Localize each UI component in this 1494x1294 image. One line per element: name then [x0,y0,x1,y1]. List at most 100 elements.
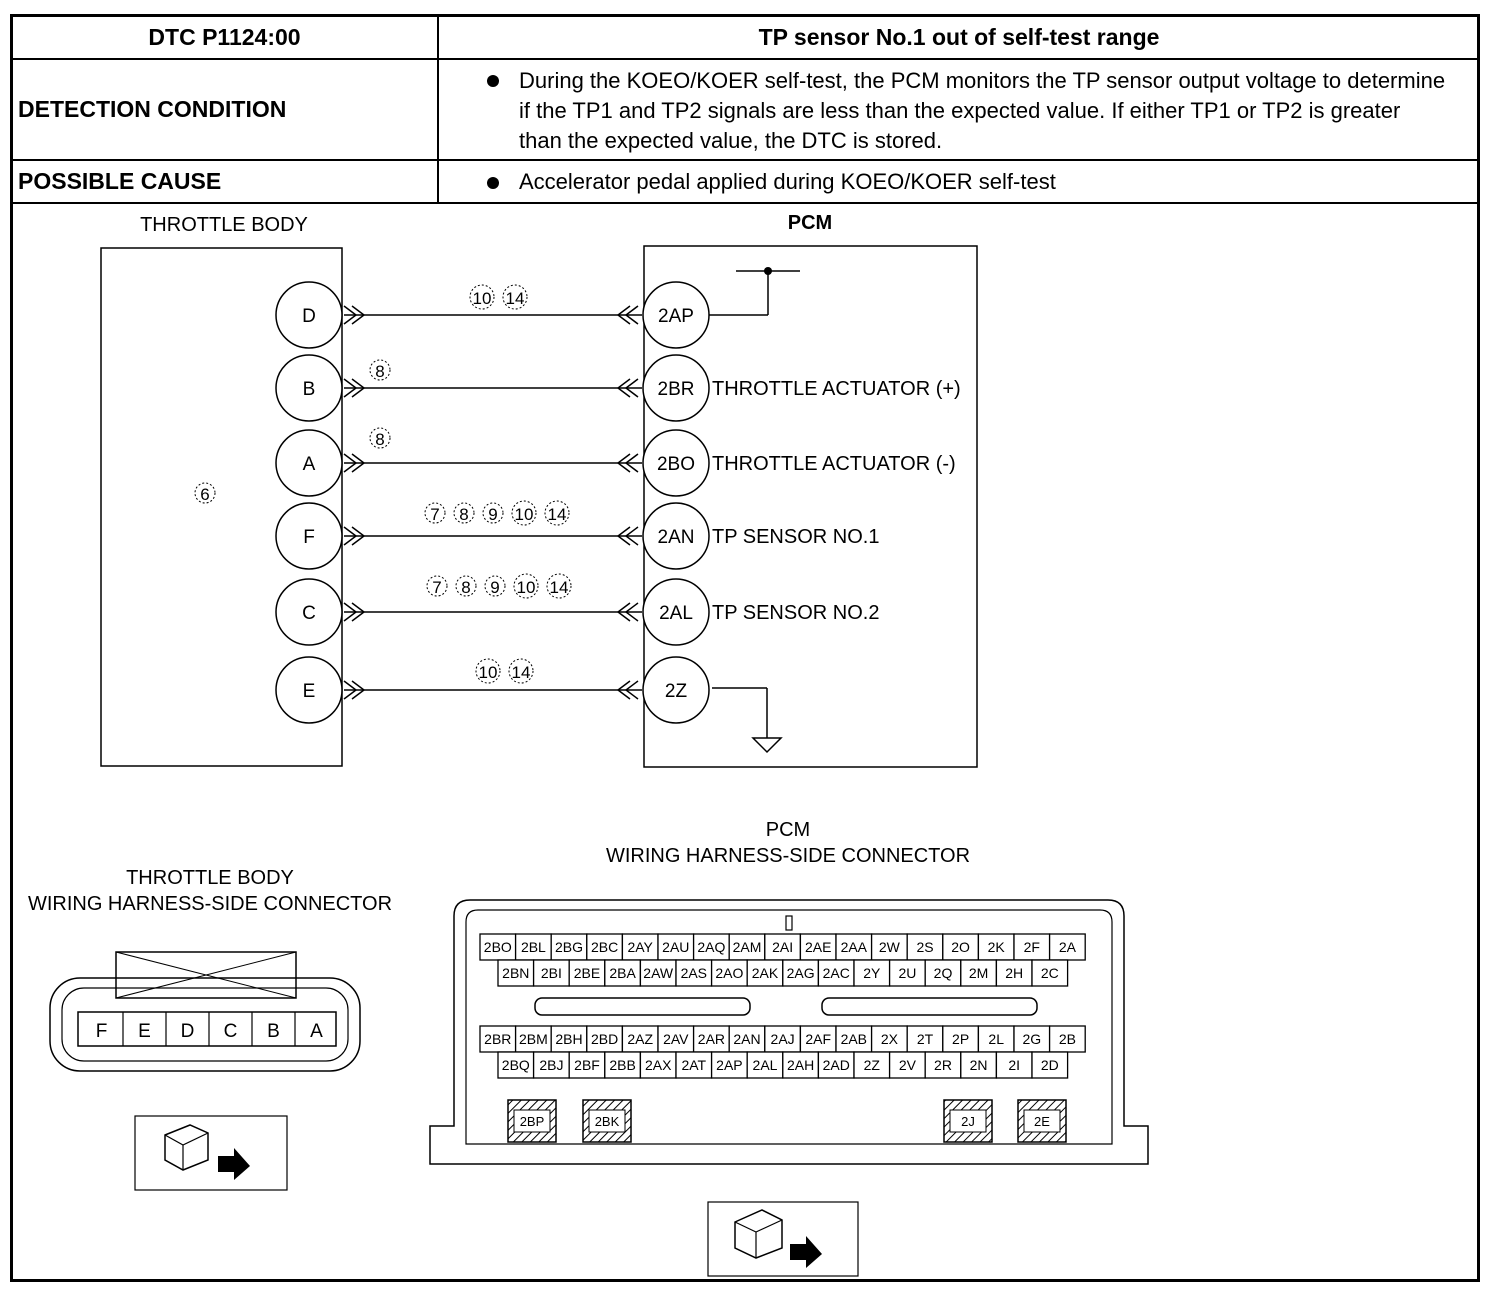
pcm-pin-cell [657,933,695,961]
pcm-pin-label: 2AW [643,965,674,981]
pcm-pin-label: 2AV [663,1031,689,1047]
pcm-pin-label: 2AU [662,939,689,955]
pcm-pin-label: 2BC [591,939,618,955]
pcm-pin-cell [639,1051,677,1079]
possible-cause-text: Accelerator pedal applied during KOEO/KO… [519,169,1056,194]
reference-number-marker [455,575,477,597]
pin-function-label: TP SENSOR NO.1 [712,526,879,548]
male-terminal-icon [343,526,366,546]
tb-pin-circle [275,502,343,570]
pcm-pin-label: 2L [988,1031,1004,1047]
pcm-pin-label: 2Z [864,1057,881,1073]
pcm-pin-label: 2AN [658,527,695,548]
pcm-pin-label: 2BE [574,965,600,981]
pcm-pin-label: 2AS [681,965,707,981]
pcm-pin-label: 2AN [733,1031,760,1047]
connector-view-icon [707,1201,859,1277]
female-terminal-icon [616,305,639,325]
reference-number: 8 [375,362,384,381]
pcm-pin-label: 2BF [574,1057,600,1073]
pcm-pin-label: 2AL [659,603,693,624]
pcm-pin-label: 2Q [934,965,953,981]
pin-function-label: TP SENSOR NO.2 [712,602,879,624]
hatched-pin-label-box [513,1109,551,1133]
pcm-pin-label: 2AL [753,1057,778,1073]
pcm-pin-label: 2AZ [627,1031,653,1047]
pcm-pin-label: 2BG [555,939,583,955]
pcm-pin-cell [960,959,998,987]
pcm-pin-label: 2BL [521,939,546,955]
pcm-pin-label: 2AJ [771,1031,795,1047]
hatched-pin-label-box [1023,1109,1061,1133]
pcm-pin-label: 2AP [658,306,694,327]
pcm-pin-label: 2M [969,965,988,981]
tb-pin-circle [275,656,343,724]
pcm-pin-circle [642,354,710,422]
female-terminal-icon [616,378,639,398]
pcm-pin-cell [1048,933,1086,961]
tb-pin-label: D [302,306,316,327]
male-terminal-icon [343,453,366,473]
pcm-pin-cell [728,1025,766,1053]
svg-text:6: 6 [200,485,209,504]
pcm-pin-label: 2AY [627,939,653,955]
pcm-pin-label: 2BD [591,1031,618,1047]
pcm-pin-label: 2AE [805,939,831,955]
dtc-code: DTC P1124:00 [148,24,301,50]
pcm-pin-label: 2AR [698,1031,725,1047]
pcm-pin-circle [642,502,710,570]
pcm-pin-cell [692,1025,730,1053]
pcm-pin-cell [977,933,1015,961]
pcm-pin-cell [497,959,535,987]
pcm-pin-label: 2W [879,939,901,955]
reference-number: 10 [517,578,536,597]
reference-number-marker [482,502,504,524]
reference-number-marker [508,658,534,684]
pcm-pin-cell [604,1051,642,1079]
reference-number: 9 [488,505,497,524]
pcm-pin-cell [995,1051,1033,1079]
pcm-pin-cell [782,959,820,987]
hatched-pin-label: 2BP [520,1114,545,1129]
reference-number-marker [484,575,506,597]
tb-connector-pin: D [181,1021,195,1042]
female-terminal-icon [616,602,639,622]
pcm-pin-label: 2BH [555,1031,582,1047]
pcm-pin-label: 2D [1041,1057,1059,1073]
pin-function-label: THROTTLE ACTUATOR (-) [712,453,956,475]
reference-number: 14 [512,663,531,682]
tb-connector-title-line2: WIRING HARNESS-SIDE CONNECTOR [28,893,392,915]
pcm-pin-cell [799,1025,837,1053]
table-rule [12,159,1480,161]
pcm-pin-label: 2AB [841,1031,867,1047]
table-rule [12,202,1480,204]
male-terminal-icon [343,602,366,622]
table-rule [12,58,1480,60]
pcm-pin-label: 2BN [502,965,529,981]
tb-pin-label: F [303,527,315,548]
pcm-pin-label: 2AX [645,1057,672,1073]
dtc-sheet [10,14,1480,1282]
pcm-connector-title-line2: WIRING HARNESS-SIDE CONNECTOR [606,845,970,867]
pcm-pin-circle [642,281,710,349]
tb-pin-circle [275,429,343,497]
tb-pin-label: B [303,379,316,400]
reference-number-marker [475,658,501,684]
hatched-pin-label: 2BK [595,1114,620,1129]
female-terminal-icon [616,453,639,473]
reference-number: 10 [515,505,534,524]
reference-number-marker [544,500,570,526]
pcm-pin-label: 2AK [752,965,779,981]
pcm-pin-label: 2G [1022,1031,1041,1047]
pcm-pin-label: 2AC [823,965,850,981]
reference-number: 8 [461,578,470,597]
connector-view-icon [134,1115,288,1191]
pcm-pin-circle [642,656,710,724]
pcm-pin-label: 2S [916,939,933,955]
pcm-pin-label: 2V [899,1057,917,1073]
pcm-pin-cell [870,1025,908,1053]
pcm-pin-label: 2AG [787,965,815,981]
pcm-pin-cell [960,1051,998,1079]
